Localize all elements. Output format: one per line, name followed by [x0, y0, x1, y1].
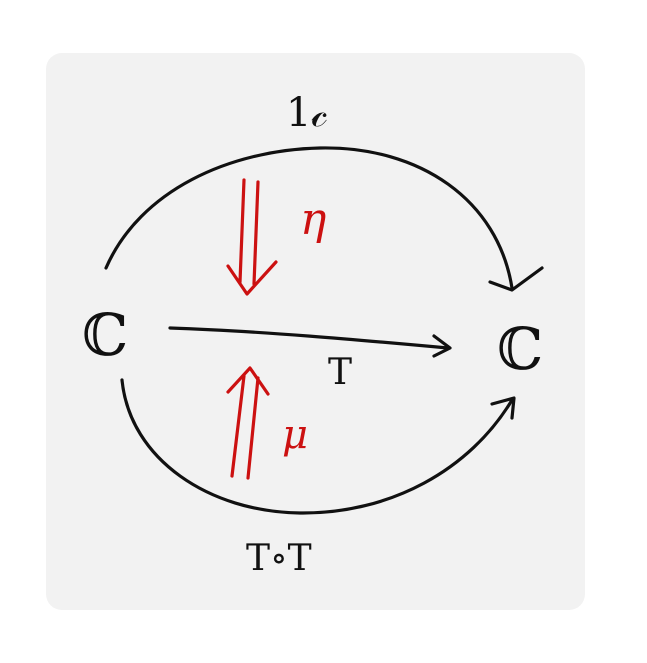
- middle-arrow-head: [432, 334, 452, 358]
- mu-double-arrow: [230, 374, 260, 480]
- eta-arrow-head: [226, 260, 278, 296]
- mu-label: μ: [282, 412, 308, 458]
- diagram-card: [46, 53, 585, 610]
- target-object-label: ℂ: [497, 315, 543, 383]
- mu-arrow-head: [226, 366, 270, 396]
- bottom-arrow-head: [490, 396, 516, 420]
- top-arrow-head: [488, 266, 544, 292]
- eta-label: η: [300, 194, 326, 245]
- middle-arrow-t: [168, 326, 450, 350]
- source-object-label: ℂ: [82, 301, 128, 369]
- bottom-arrow-label: T∘T: [246, 538, 312, 579]
- top-arrow-label: 1𝒸: [286, 90, 328, 136]
- top-arrow-identity: [104, 146, 514, 290]
- bottom-arrow-tt: [120, 378, 514, 515]
- eta-double-arrow: [238, 178, 260, 286]
- middle-arrow-label: T: [328, 352, 352, 393]
